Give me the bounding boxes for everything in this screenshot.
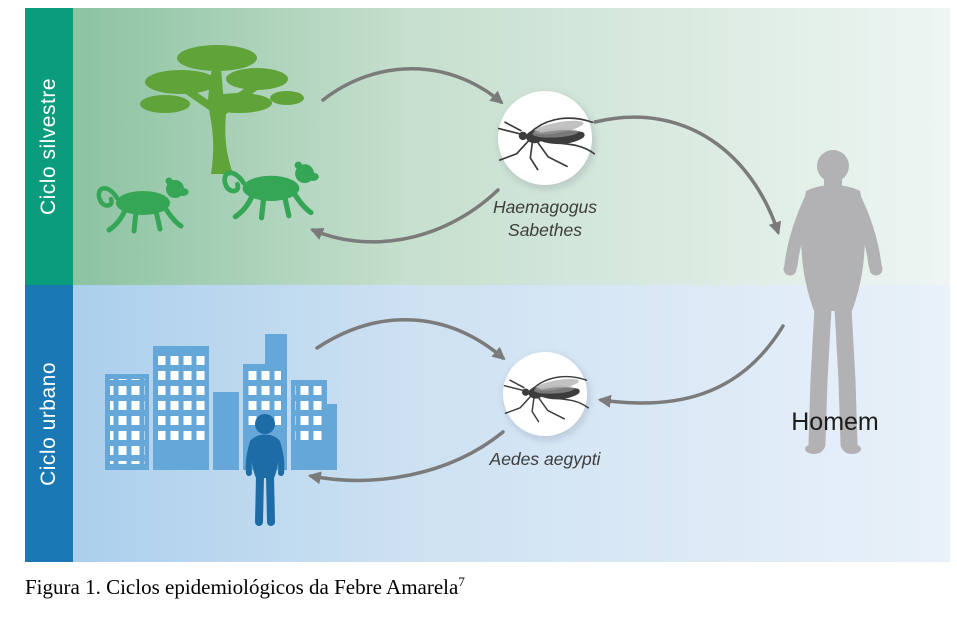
cycle-arrows xyxy=(307,67,785,485)
monkey-icon-left xyxy=(99,178,189,232)
urban-person-icon xyxy=(245,414,285,526)
sylvatic-cycle-sidebar: Ciclo silvestre xyxy=(25,8,73,285)
tree-icon xyxy=(140,45,304,174)
monkey-icon-right xyxy=(225,162,319,218)
arrow-haemagogus-to-human xyxy=(593,115,782,236)
urban-cycle-sidebar: Ciclo urbano xyxy=(25,285,73,562)
aedes-label: Aedes aegypti xyxy=(445,448,645,471)
arrow-city-to-aedes xyxy=(315,317,506,361)
city-skyline-icon xyxy=(105,334,337,470)
arrow-tree-to-haemagogus xyxy=(321,67,504,105)
arrow-haemagogus-to-monkeys xyxy=(310,188,500,244)
figure-caption: Figura 1. Ciclos epidemiológicos da Febr… xyxy=(25,574,465,600)
haemagogus-label-line2: Sabethes xyxy=(508,220,582,240)
human-silhouette-icon xyxy=(783,150,883,454)
haemagogus-label: Haemagogus Sabethes xyxy=(445,196,645,242)
arrow-human-to-aedes xyxy=(597,324,785,408)
yellow-fever-cycles-diagram: Ciclo silvestre Ciclo urbano xyxy=(25,8,950,562)
figure-caption-reference: 7 xyxy=(458,574,465,589)
haemagogus-label-line1: Haemagogus xyxy=(492,197,598,217)
aedes-label-line: Aedes aegypti xyxy=(489,449,601,469)
diagram-art xyxy=(25,45,883,526)
arrow-aedes-to-urban-person xyxy=(307,430,505,485)
homem-label: Homem xyxy=(791,408,879,436)
figure-caption-text: Figura 1. Ciclos epidemiológicos da Febr… xyxy=(25,575,459,599)
